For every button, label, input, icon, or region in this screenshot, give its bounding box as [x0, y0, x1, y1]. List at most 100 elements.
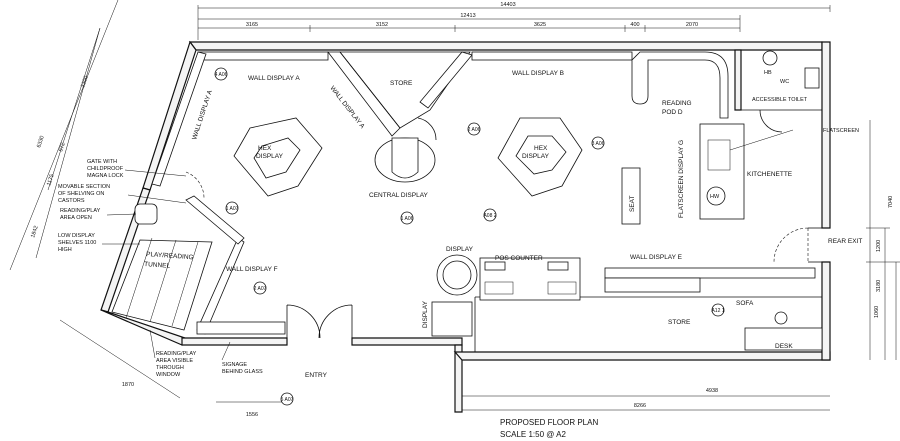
dim-right-b: 1200 — [876, 240, 882, 252]
dim-bottom-b: 1556 — [246, 412, 258, 418]
kitchenette-bench — [699, 123, 745, 220]
label-display-top: DISPLAY — [446, 246, 474, 253]
reading-chair — [134, 203, 158, 225]
label-reading-pod-1: READING — [662, 100, 692, 107]
round-display-inner — [442, 260, 472, 290]
note-visible-1: READING/PLAY — [156, 351, 197, 357]
dim-top-overall: 14403 — [500, 2, 515, 8]
note-low-1: LOW DISPLAY — [58, 233, 95, 239]
top-wall — [188, 41, 823, 51]
note-movable-1: MOVABLE SECTION — [58, 184, 110, 190]
wall-displays — [151, 51, 816, 337]
dim-bottom-a: 1870 — [122, 382, 134, 388]
label-central-display: CENTRAL DISPLAY — [369, 192, 429, 199]
label-reading-pod-2: POD D — [662, 109, 683, 116]
hot-water-unit — [706, 186, 726, 206]
label-hb: HB — [764, 70, 772, 76]
dim-left-c: 1175 — [46, 174, 55, 187]
doors — [185, 109, 809, 339]
hand-basin — [762, 50, 778, 66]
label-accessible-toilet: ACCESSIBLE TOILET — [752, 97, 808, 103]
room-labels: WALL DISPLAY A WALL DISPLAY A WALL DISPL… — [144, 70, 862, 379]
section-tag-circle-2 — [400, 211, 414, 225]
section-tag-3: 3 A06 — [592, 141, 605, 147]
right-wall-lower — [821, 261, 831, 361]
label-pos-counter: POS COUNTER — [495, 255, 543, 262]
store-front-wall — [454, 344, 463, 413]
pos-register-left — [484, 261, 506, 271]
wall-display-a-left-shelf — [151, 51, 207, 187]
dim-right-d: 1060 — [874, 306, 880, 318]
note-signage-1: SIGNAGE — [222, 362, 247, 368]
bottom-wall — [453, 351, 831, 361]
label-hw: HW — [710, 194, 720, 200]
section-tag-1: 2 A06 — [468, 127, 481, 133]
label-display-side: DISPLAY — [422, 300, 429, 328]
upper-left-wall — [142, 40, 197, 191]
label-wc: WC — [780, 79, 789, 85]
label-store-bottom: STORE — [668, 319, 691, 326]
section-tag-7: A08 2 — [483, 213, 496, 219]
entry-door-left — [286, 304, 321, 339]
note-reading-open-2: AREA OPEN — [60, 215, 92, 221]
section-tag-circle-3 — [591, 136, 605, 150]
right-wall-upper — [821, 41, 831, 229]
toilet-pan — [804, 67, 820, 89]
dim-top-inner: 12413 — [460, 13, 475, 19]
label-wall-display-f: WALL DISPLAY F — [226, 266, 278, 273]
pos-shelf-right — [547, 281, 577, 295]
desk-chair — [774, 311, 788, 325]
note-gate-3: MAGNA LOCK — [87, 173, 124, 179]
note-flatscreen: FLATSCREEN — [823, 128, 859, 134]
dim-left-outer: 6330 — [36, 135, 45, 149]
wall-display-b-diagonal — [419, 51, 473, 109]
section-tag-8: 5 A07 — [281, 397, 294, 403]
section-tag-circle-6 — [253, 281, 267, 295]
wall-display-a-shelf — [197, 51, 329, 61]
front-wall-right — [351, 337, 463, 346]
section-tag-circle-4 — [214, 67, 228, 81]
label-wall-display-a: WALL DISPLAY A — [248, 75, 300, 82]
label-entry: ENTRY — [305, 372, 328, 379]
front-wall-mid — [181, 337, 288, 346]
store-door — [417, 117, 437, 141]
label-wall-display-b: WALL DISPLAY B — [512, 70, 564, 77]
label-wall-display-e: WALL DISPLAY E — [630, 254, 683, 261]
entry-door-right — [318, 304, 353, 339]
note-low-2: SHELVES 1100 — [58, 240, 96, 246]
hex-display-left — [233, 117, 323, 197]
label-sofa: SOFA — [736, 300, 754, 307]
wall-display-b-shelf — [471, 51, 633, 61]
title-block: PROPOSED FLOOR PLAN SCALE 1:50 @ A2 — [500, 418, 598, 439]
rear-exit-door — [773, 227, 809, 263]
note-reading-open-1: READING/PLAY — [60, 208, 101, 214]
label-flatscreen-display: FLATSCREEN DISPLAY G — [678, 140, 685, 218]
dim-left-a: 3300 — [80, 75, 89, 89]
callout-notes: FLATSCREEN GATE WITH CHILDPROOF MAGNA LO… — [58, 128, 859, 378]
dimension-labels: 14403 12413 3165 3152 3625 400 2070 6330… — [30, 2, 894, 418]
label-hex-right-2: DISPLAY — [522, 153, 550, 160]
dim-top-seg-1: 3165 — [246, 22, 258, 28]
central-display — [374, 137, 436, 183]
section-tag-4: 4 A06 — [215, 72, 228, 78]
note-movable-2: OF SHELVING ON — [58, 191, 104, 197]
toilet-door — [759, 109, 783, 133]
dim-bottom-d: 8266 — [634, 403, 646, 409]
dimension-lines — [9, 0, 900, 411]
desk-surface — [744, 327, 823, 351]
dim-top-seg-3: 3625 — [534, 22, 546, 28]
reading-pod-wall — [631, 51, 729, 119]
side-display — [431, 301, 473, 337]
section-tag-circle-1 — [467, 122, 481, 136]
pos-area — [436, 254, 581, 301]
movable-shelving — [185, 195, 245, 245]
dim-top-seg-2: 3152 — [376, 22, 388, 28]
service-area — [134, 50, 823, 351]
central-display-core — [391, 137, 419, 179]
section-tag-2: 1 A06 — [401, 216, 414, 222]
childproof-gate — [185, 171, 205, 199]
drawing-scale: SCALE 1:50 @ A2 — [500, 430, 566, 439]
label-kitchenette: KITCHENETTE — [747, 171, 793, 178]
hex-display-right — [497, 117, 583, 197]
front-low-shelves — [196, 321, 286, 335]
